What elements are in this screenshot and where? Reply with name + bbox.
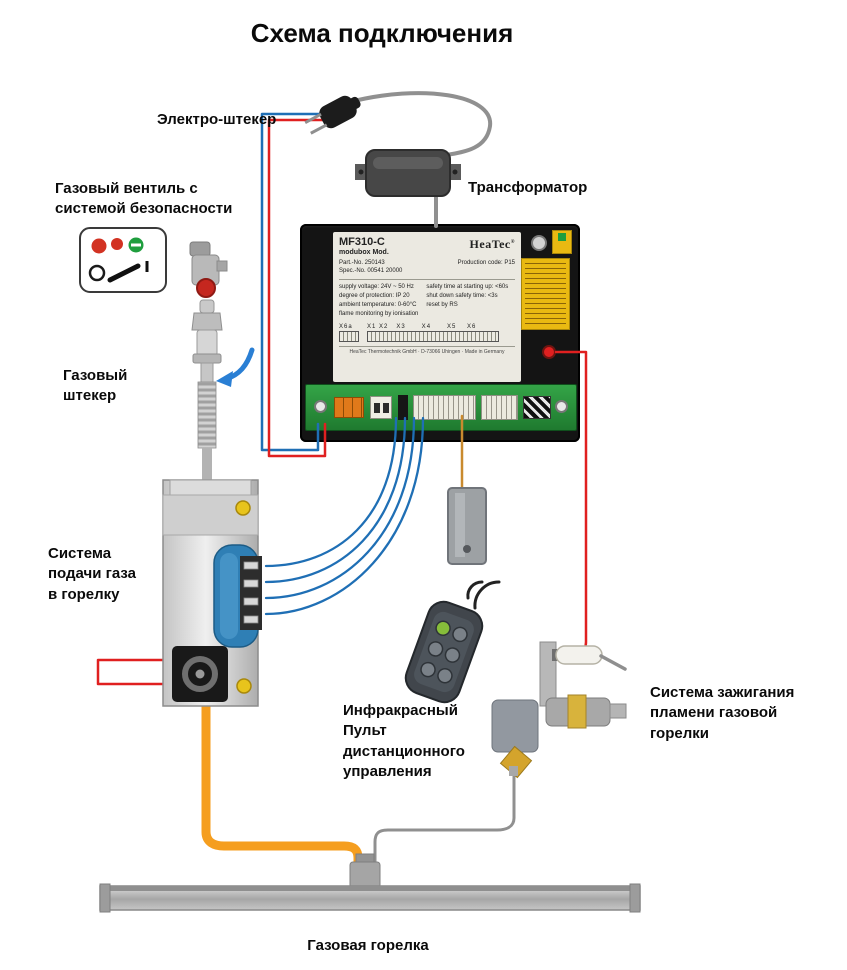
ignition-system (491, 641, 627, 779)
label-remote: Инфракрасный Пульт дистанционного управл… (343, 702, 465, 780)
label-gas-plug: Газовый штекер (63, 367, 128, 405)
ir-waves-icon (466, 580, 501, 610)
label-ignition: Система зажигания пламени газовой горелк… (650, 684, 795, 742)
pcb-hole-left (314, 400, 327, 413)
pcb-hole-right (555, 400, 568, 413)
wire-red-supply (267, 118, 334, 458)
wire-blue-valve-1 (264, 416, 398, 568)
pcb-terminal-strip-2 (481, 395, 518, 420)
remote-control-icon (404, 600, 484, 704)
gas-valve-icon (189, 241, 228, 298)
pcb-terminal-strip-1 (413, 395, 476, 420)
gas-valve-pictogram (79, 227, 167, 293)
flame-sensor-unit (447, 487, 487, 565)
pcb-orange-terminal (334, 397, 364, 418)
wire-blue-valve-4 (264, 416, 425, 616)
gas-supply-unit (162, 479, 262, 707)
warning-sticker-big (521, 258, 570, 330)
brand-logo-circle (531, 235, 547, 251)
pcb-connector-a (370, 396, 392, 419)
power-cord-plug-transformer (348, 91, 493, 157)
wire-gray-ignition-burner (373, 770, 516, 866)
wire-red-ignition (554, 350, 588, 658)
label-burner: Газовая горелка (307, 937, 429, 954)
terminal-box-row (367, 331, 499, 343)
pcb-connector-b (398, 395, 408, 420)
unit-production-code: Production code: P15 (457, 259, 515, 266)
unit-model: MF310-C (339, 236, 385, 248)
unit-terminal-diagram: X6a X1 X2 X3 X4 X5 X6 (339, 324, 515, 343)
label-gas-supply: Система подачи газа в горелку (48, 545, 136, 603)
gas-pipe-orange (201, 699, 363, 877)
unit-part-spec: Part.-No. 250143 Spec.-No. 00541 20000 (339, 259, 403, 274)
unit-specs-left: supply voltage: 24V ~ 50 Hz degree of pr… (339, 284, 419, 318)
unit-specs-right: safety time at starting up: <60s shut do… (426, 284, 509, 309)
power-plug-icon (304, 95, 361, 135)
unit-footer: HeaTec Thermotechnik GmbH · D-73066 Uhin… (339, 346, 515, 355)
screw-direction-arrow (216, 347, 255, 387)
brand-logo: HeaTec® (469, 237, 515, 251)
terminal-row-label: X1 X2 X3 X4 X5 X6 (367, 324, 477, 331)
page-title: Схема подключения (250, 18, 514, 48)
gas-plug-icon (191, 299, 223, 482)
wire-blue-valve-2 (264, 416, 407, 584)
label-gas-valve: Газовый вентиль с системой безопасности (55, 180, 233, 218)
gas-burner (99, 853, 641, 913)
terminal-x6a-label: X6a (339, 324, 353, 331)
terminal-box-x6a (339, 331, 359, 343)
wire-blue-valve-3 (264, 416, 416, 600)
wire-red-coil-loop (96, 658, 178, 686)
warning-sticker-small (552, 230, 572, 254)
terminal-pcb (305, 384, 577, 431)
transformer-icon (355, 149, 461, 197)
wire-blue-supply (260, 112, 334, 452)
pcb-striped-connector (523, 396, 551, 419)
label-electro-plug: Электро-штекер (157, 111, 277, 128)
unit-model-sub: modubox Mod. (339, 248, 389, 256)
label-transformer: Трансформатор (468, 179, 588, 196)
control-unit-label: MF310-C modubox Mod. HeaTec® Part.-No. 2… (333, 232, 521, 382)
control-unit: MF310-C modubox Mod. HeaTec® Part.-No. 2… (300, 224, 580, 442)
